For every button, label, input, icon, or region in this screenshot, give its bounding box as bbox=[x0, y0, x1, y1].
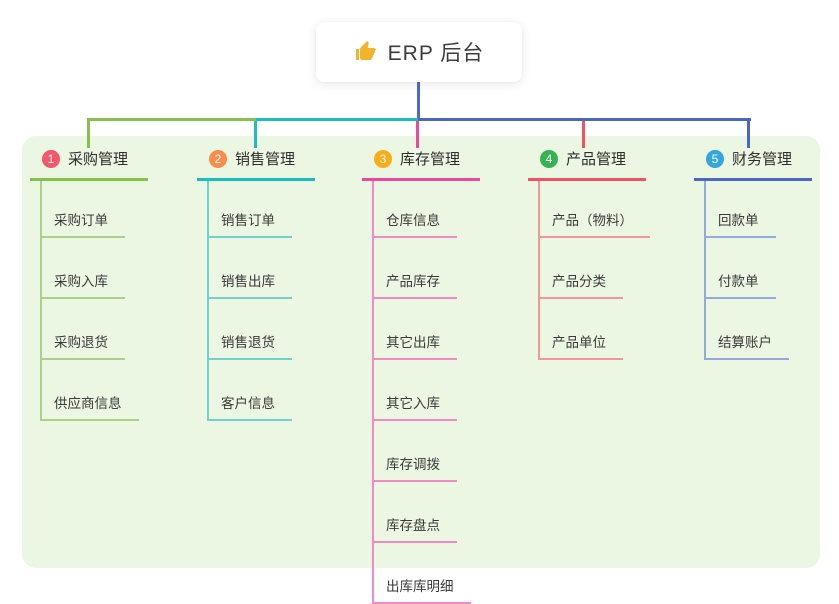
branch-number-badge: 4 bbox=[540, 149, 558, 168]
branch-children: 采购订单采购入库采购退货供应商信息 bbox=[40, 181, 139, 421]
connector-horizontal bbox=[418, 118, 751, 121]
branch-number-badge: 3 bbox=[374, 149, 392, 168]
child-node[interactable]: 其它入库 bbox=[374, 360, 457, 421]
child-node[interactable]: 出库库明细 bbox=[374, 543, 471, 604]
branch-column: 5 财务管理 回款单付款单结算账户 bbox=[694, 148, 812, 360]
connector-drop bbox=[254, 118, 257, 148]
branch-column: 1 采购管理 采购订单采购入库采购退货供应商信息 bbox=[30, 148, 148, 421]
branch-title: 财务管理 bbox=[732, 151, 793, 168]
child-node[interactable]: 付款单 bbox=[706, 238, 776, 299]
child-node[interactable]: 回款单 bbox=[706, 181, 776, 238]
connector-drop bbox=[747, 118, 750, 148]
child-node[interactable]: 库存盘点 bbox=[374, 482, 457, 543]
branch-number-badge: 2 bbox=[209, 149, 227, 168]
child-node[interactable]: 其它出库 bbox=[374, 299, 457, 360]
branch-header[interactable]: 3 库存管理 bbox=[362, 148, 480, 181]
child-node[interactable]: 采购订单 bbox=[42, 181, 125, 238]
branch-title: 采购管理 bbox=[68, 151, 129, 168]
branch-number-badge: 1 bbox=[42, 149, 60, 168]
child-node[interactable]: 产品（物料） bbox=[540, 181, 650, 238]
child-node[interactable]: 采购入库 bbox=[42, 238, 125, 299]
child-node[interactable]: 销售退货 bbox=[209, 299, 292, 360]
branch-title: 产品管理 bbox=[566, 151, 627, 168]
connector-horizontal bbox=[256, 118, 418, 121]
branch-children: 仓库信息产品库存其它出库其它入库库存调拨库存盘点出库库明细 bbox=[372, 181, 471, 604]
child-node[interactable]: 供应商信息 bbox=[42, 360, 139, 421]
branch-header[interactable]: 1 采购管理 bbox=[30, 148, 148, 181]
branch-header[interactable]: 5 财务管理 bbox=[694, 148, 812, 181]
connector-drop bbox=[416, 118, 419, 148]
child-node[interactable]: 采购退货 bbox=[42, 299, 125, 360]
child-node[interactable]: 产品分类 bbox=[540, 238, 623, 299]
connector-drop bbox=[582, 118, 585, 148]
mindmap-canvas: ERP 后台 1 采购管理 采购订单采购入库采购退货供应商信息 2 销售管理 销… bbox=[22, 22, 820, 604]
branches-panel bbox=[22, 136, 820, 568]
child-node[interactable]: 客户信息 bbox=[209, 360, 292, 421]
branch-title: 销售管理 bbox=[235, 151, 296, 168]
branch-column: 4 产品管理 产品（物料）产品分类产品单位 bbox=[528, 148, 650, 360]
branch-column: 2 销售管理 销售订单销售出库销售退货客户信息 bbox=[197, 148, 315, 421]
child-node[interactable]: 销售订单 bbox=[209, 181, 292, 238]
child-node[interactable]: 销售出库 bbox=[209, 238, 292, 299]
child-node[interactable]: 库存调拨 bbox=[374, 421, 457, 482]
branch-column: 3 库存管理 仓库信息产品库存其它出库其它入库库存调拨库存盘点出库库明细 bbox=[362, 148, 480, 604]
branch-number-badge: 5 bbox=[706, 149, 724, 168]
child-node[interactable]: 结算账户 bbox=[706, 299, 789, 360]
branch-children: 产品（物料）产品分类产品单位 bbox=[538, 181, 650, 360]
branch-children: 销售订单销售出库销售退货客户信息 bbox=[207, 181, 292, 421]
branch-header[interactable]: 2 销售管理 bbox=[197, 148, 315, 181]
branch-header[interactable]: 4 产品管理 bbox=[528, 148, 646, 181]
branch-title: 库存管理 bbox=[400, 151, 461, 168]
branch-children: 回款单付款单结算账户 bbox=[704, 181, 789, 360]
root-node[interactable]: ERP 后台 bbox=[316, 22, 522, 82]
child-node[interactable]: 产品库存 bbox=[374, 238, 457, 299]
child-node[interactable]: 产品单位 bbox=[540, 299, 623, 360]
root-node-title: ERP 后台 bbox=[387, 42, 485, 65]
connector-drop bbox=[87, 118, 90, 148]
connector-trunk bbox=[417, 82, 420, 120]
connector-horizontal bbox=[88, 118, 256, 121]
thumbs-up-icon bbox=[355, 41, 376, 60]
child-node[interactable]: 仓库信息 bbox=[374, 181, 457, 238]
